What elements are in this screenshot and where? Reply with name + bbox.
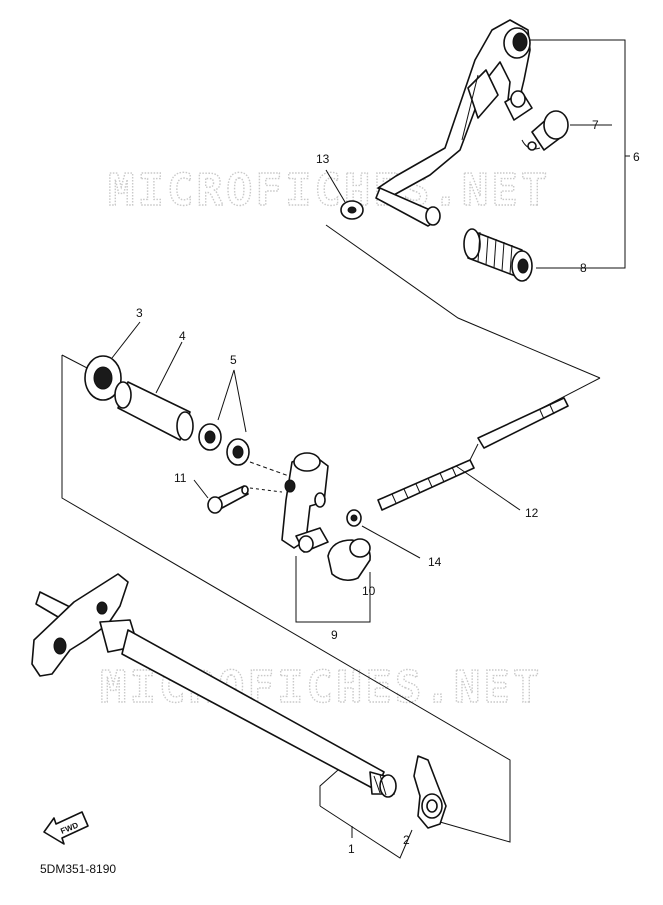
shift-arm <box>281 452 329 553</box>
nut-13 <box>340 200 364 220</box>
guide-line-top <box>325 224 601 379</box>
leader-11 <box>193 479 209 499</box>
bracket-6 <box>530 39 626 269</box>
callout-9: 9 <box>331 628 338 642</box>
callout-10: 10 <box>362 584 376 598</box>
return-spring <box>413 755 447 829</box>
collar <box>114 381 194 441</box>
callout-7: 7 <box>592 118 599 132</box>
leader-12 <box>455 465 521 511</box>
shift-pedal <box>375 19 533 227</box>
shift-rod <box>377 397 569 511</box>
callout-4: 4 <box>179 329 186 343</box>
callout-8: 8 <box>580 261 587 275</box>
bracket-9 <box>295 556 371 623</box>
guide-line-left <box>61 355 511 843</box>
callout-5: 5 <box>230 353 237 367</box>
diagram-code: 5DM351-8190 <box>40 862 116 876</box>
callout-3: 3 <box>136 306 143 320</box>
washer-14 <box>346 509 362 527</box>
callout-6: 6 <box>633 150 640 164</box>
callout-1: 1 <box>348 842 355 856</box>
oil-seal <box>84 355 122 401</box>
fwd-arrow-icon: FWD <box>43 811 89 845</box>
leader-13 <box>325 169 346 203</box>
callout-11: 11 <box>174 471 187 485</box>
leader-5 <box>217 369 247 433</box>
arm-cap <box>327 538 371 582</box>
watermark-top: MICROFICHES.NET <box>108 165 550 216</box>
leader-14 <box>361 525 421 559</box>
pedal-rubber <box>463 228 533 282</box>
leader-4 <box>155 341 183 394</box>
callout-14: 14 <box>428 555 442 569</box>
pedal-pin <box>521 110 569 151</box>
callout-2: 2 <box>403 833 410 847</box>
shift-shaft <box>31 573 397 798</box>
callout-12: 12 <box>525 506 539 520</box>
bracket-1 <box>319 805 413 859</box>
callout-13: 13 <box>316 152 330 166</box>
washers <box>198 423 250 466</box>
leader-3 <box>111 321 141 359</box>
bolt-11 <box>207 485 249 514</box>
